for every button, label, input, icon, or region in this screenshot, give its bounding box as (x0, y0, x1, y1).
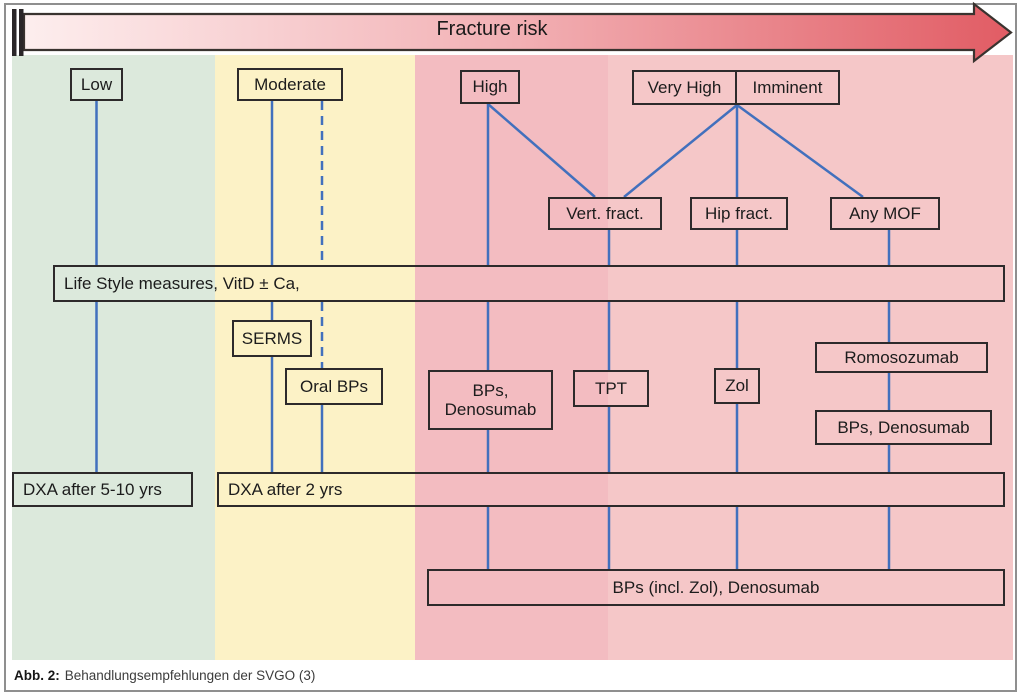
node-any-mof: Any MOF (830, 197, 940, 230)
node-bps-denosumab-line2: Denosumab (444, 400, 537, 419)
figure-caption-text: Behandlungsempfehlungen der SVGO (3) (64, 668, 316, 683)
node-vert-fract: Vert. fract. (548, 197, 662, 230)
node-zol: Zol (714, 368, 760, 404)
node-high: High (460, 70, 520, 104)
node-bps-denosumab-2: BPs, Denosumab (815, 410, 992, 445)
node-dxa-5-10: DXA after 5-10 yrs (12, 472, 193, 507)
fracture-risk-arrow-label: Fracture risk (436, 18, 548, 40)
node-low: Low (70, 68, 123, 101)
figure-caption: Abb. 2: Behandlungsempfehlungen der SVGO … (14, 668, 315, 683)
node-tpt: TPT (573, 370, 649, 407)
node-romosozumab: Romosozumab (815, 342, 988, 373)
node-bps-denosumab-line1: BPs, (472, 380, 509, 400)
node-bps-denosumab: BPs, Denosumab (428, 370, 553, 430)
node-moderate: Moderate (237, 68, 343, 101)
node-serms: SERMS (232, 320, 312, 357)
node-dxa-2: DXA after 2 yrs (217, 472, 1005, 507)
node-imminent: Imminent (735, 72, 838, 103)
node-very-high: Very High (647, 77, 722, 97)
node-long-term: BPs (incl. Zol), Denosumab (427, 569, 1005, 606)
fracture-risk-arrow (12, 1, 1013, 64)
node-very-high-imminent: Very High Imminent (632, 70, 840, 105)
zone-high-background (415, 55, 608, 660)
node-lifestyle: Life Style measures, VitD ± Ca, (53, 265, 1005, 302)
arrow-tail-marks (12, 9, 24, 56)
zone-low-background (12, 55, 215, 660)
figure-caption-label: Abb. 2: (14, 668, 60, 683)
node-hip-fract: Hip fract. (690, 197, 788, 230)
zone-moderate-background (215, 55, 415, 660)
node-oral-bps: Oral BPs (285, 368, 383, 405)
